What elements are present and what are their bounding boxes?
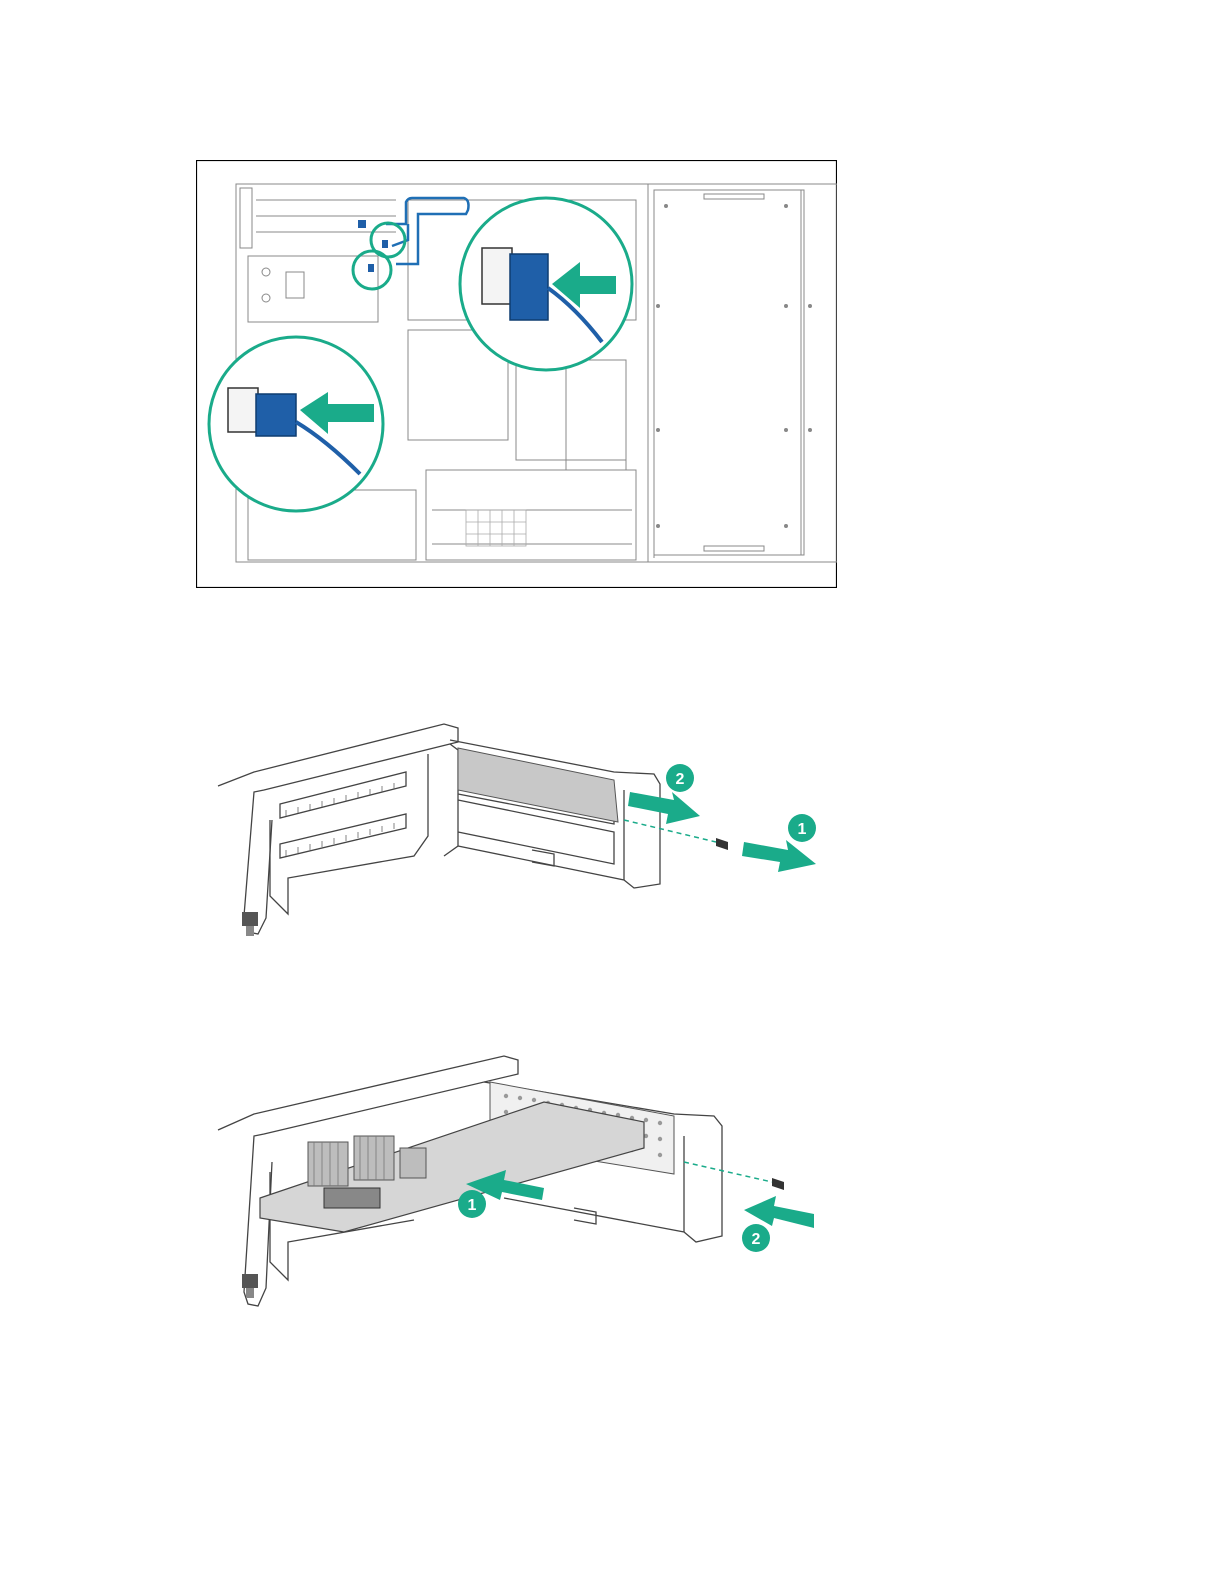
heatsinks [308,1136,426,1186]
riser-cage-removal-figure: 2 1 [214,720,824,950]
slot-teeth [286,783,394,856]
expansion-slot-cover [458,748,618,822]
slide-out-arrow-icon [628,792,700,824]
board-connector [324,1188,380,1208]
callout-badge-1: 1 [788,814,816,842]
thumbscrew-icon [242,912,258,936]
callout-badge-2: 2 [742,1224,770,1252]
riser-board-diagram: 1 2 [214,1052,824,1312]
riser-cage-frame [218,724,660,934]
callout-label-1: 1 [798,821,807,838]
remove-screw-arrow-icon [742,840,816,872]
screw-icon [624,820,728,850]
callout-badge-1: 1 [458,1190,486,1218]
install-screw-arrow-icon [744,1196,814,1228]
riser-board-install-figure: 1 2 [214,1052,824,1312]
callout-badge-2: 2 [666,764,694,792]
callout-label-1: 1 [468,1197,477,1214]
callout-label-2: 2 [752,1231,761,1248]
callout-label-2: 2 [676,771,685,788]
riser-cage-diagram: 2 1 [214,720,824,950]
zoom-circle-upper [460,198,632,370]
screw-icon [684,1162,784,1190]
zoom-circle-lower [209,337,383,511]
cable-connection-figure [196,160,837,588]
chassis-top-view-diagram [196,160,837,588]
